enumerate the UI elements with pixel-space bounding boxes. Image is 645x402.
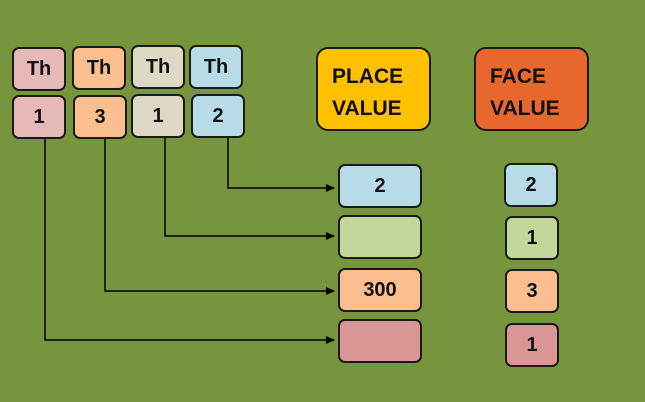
face-value-box-hundreds: 3 [505,269,559,313]
digit-cell-2: 3 [73,95,127,139]
face-value-box-tens: 1 [505,216,559,260]
header-cell-4: Th [189,45,243,89]
place-value-title: PLACE VALUE [316,47,431,131]
face-value-box-ones: 2 [504,163,558,207]
arrow-thousands [44,137,335,344]
header-cell-3: Th [131,45,185,89]
arrow-hundreds [104,137,335,295]
face-value-title-line1: FACE [490,65,547,88]
face-value-title-line2: VALUE [490,97,560,120]
face-value-title: FACE VALUE [474,47,589,131]
arrow-tens [164,137,335,240]
place-value-box-tens [338,215,422,259]
place-value-box-ones: 2 [338,164,422,208]
header-cell-2: Th [72,46,126,90]
face-value-box-thousands: 1 [505,323,559,367]
digit-cell-1: 1 [12,95,66,139]
header-cell-1: Th [12,47,66,91]
place-value-box-thousands [338,319,422,363]
digit-cell-3: 1 [131,94,185,138]
digit-cell-4: 2 [191,94,245,138]
place-value-title-line1: PLACE [332,65,404,88]
place-value-title-line2: VALUE [332,97,402,120]
place-value-box-hundreds: 300 [338,268,422,312]
arrow-ones [227,137,335,192]
